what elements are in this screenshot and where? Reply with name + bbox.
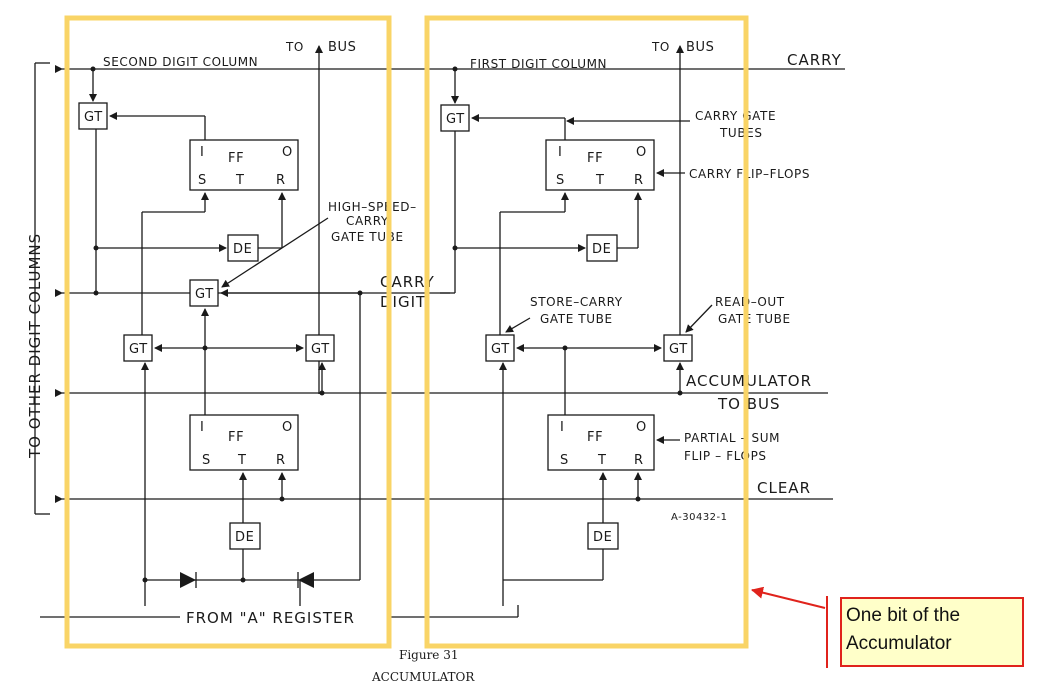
svg-text:FF: FF (228, 430, 244, 445)
svg-text:I: I (560, 420, 564, 435)
carry-flip-flops-label: CARRY FLIP–FLOPS (689, 167, 810, 181)
svg-text:S: S (560, 453, 569, 468)
svg-text:R: R (634, 173, 644, 188)
svg-text:T: T (595, 173, 605, 188)
carry-digit-label: CARRY (380, 273, 435, 291)
callout-line-2: Accumulator (846, 633, 952, 654)
svg-text:T: T (235, 173, 245, 188)
carry-flip-flop-right (545, 139, 655, 191)
first-digit-column: GT I FF O S T R DE GT GT (440, 45, 713, 606)
figure-number: Figure 31 (399, 648, 459, 662)
svg-text:R: R (276, 453, 286, 468)
svg-text:CARRY: CARRY (346, 214, 389, 228)
callout-bar (826, 596, 828, 668)
svg-text:DE: DE (233, 242, 252, 257)
svg-text:GT: GT (491, 342, 510, 357)
svg-text:S: S (556, 173, 565, 188)
callout-arrow (751, 586, 826, 609)
second-digit-column: GT I FF O S T R DE GT GT (78, 45, 363, 606)
bus-lines (34, 62, 845, 618)
svg-text:TO BUS: TO BUS (717, 395, 781, 413)
carry-flip-flop-left (189, 139, 299, 191)
gt-label: GT (84, 110, 103, 125)
svg-text:I: I (200, 145, 204, 160)
delay-element-left-bottom (229, 522, 261, 550)
to-other-digit-columns-label: TO OTHER DIGIT COLUMNS (26, 233, 44, 459)
svg-text:GT: GT (446, 112, 465, 127)
svg-text:READ–OUT: READ–OUT (715, 295, 785, 309)
svg-text:TO: TO (651, 40, 670, 54)
diode-icon (298, 572, 314, 588)
svg-text:FLIP – FLOPS: FLIP – FLOPS (684, 449, 767, 463)
diagram-labels: TO BUS SECOND DIGIT COLUMN TO BUS FIRST … (26, 40, 842, 684)
gt-tube-right-top (440, 104, 470, 132)
bit-highlight-left (64, 15, 392, 649)
read-out-gate-tube-left (305, 334, 335, 362)
svg-text:R: R (276, 173, 286, 188)
svg-text:GATE TUBE: GATE TUBE (540, 312, 613, 326)
clear-label: CLEAR (757, 479, 811, 497)
svg-text:I: I (200, 420, 204, 435)
svg-text:DE: DE (235, 530, 254, 545)
svg-text:TUBES: TUBES (719, 126, 763, 140)
svg-text:GATE TUBE: GATE TUBE (331, 230, 404, 244)
svg-text:HIGH–SPEED–: HIGH–SPEED– (328, 200, 417, 214)
gt-tube-left-top (78, 102, 108, 130)
callout-box: One bit of the Accumulator (840, 597, 1024, 667)
read-out-gate-tube (663, 334, 693, 362)
high-speed-carry-gate-tube (189, 279, 219, 307)
svg-text:O: O (636, 145, 647, 160)
second-digit-column-label: SECOND DIGIT COLUMN (103, 55, 258, 69)
svg-text:O: O (282, 145, 293, 160)
carry-label: CARRY (787, 51, 842, 69)
bit-highlight-right (424, 15, 749, 649)
svg-text:S: S (202, 453, 211, 468)
diode-icon (180, 572, 196, 588)
svg-text:O: O (636, 420, 647, 435)
svg-text:GT: GT (311, 342, 330, 357)
from-a-register-label: FROM "A" REGISTER (186, 609, 355, 627)
svg-text:FF: FF (228, 151, 244, 166)
svg-text:GT: GT (129, 342, 148, 357)
figure-title: ACCUMULATOR (371, 670, 475, 684)
svg-text:FF: FF (587, 151, 603, 166)
svg-text:I: I (558, 145, 562, 160)
callout-line-1: One bit of the (846, 605, 961, 626)
svg-text:S: S (198, 173, 207, 188)
svg-text:DE: DE (593, 530, 612, 545)
svg-text:BUS: BUS (328, 40, 357, 55)
store-carry-gate-tube-left (123, 334, 153, 362)
delay-element-right-bottom (587, 522, 619, 550)
svg-text:FF: FF (587, 430, 603, 445)
svg-text:T: T (237, 453, 247, 468)
svg-text:T: T (597, 453, 607, 468)
svg-text:DE: DE (592, 242, 611, 257)
svg-text:BUS: BUS (686, 40, 715, 55)
partial-sum-flip-flop-left (189, 414, 299, 471)
svg-text:GT: GT (669, 342, 688, 357)
to-bus-label: TO (285, 40, 304, 54)
store-carry-gate-tube (485, 334, 515, 362)
svg-text:CARRY GATE: CARRY GATE (695, 109, 776, 123)
first-digit-column-label: FIRST DIGIT COLUMN (470, 57, 607, 71)
svg-text:GT: GT (195, 287, 214, 302)
svg-text:PARTIAL – SUM: PARTIAL – SUM (684, 431, 780, 445)
svg-text:O: O (282, 420, 293, 435)
svg-text:STORE–CARRY: STORE–CARRY (530, 295, 623, 309)
delay-element-left-top (227, 234, 259, 262)
svg-text:GATE TUBE: GATE TUBE (718, 312, 791, 326)
partial-sum-flip-flop (547, 414, 655, 471)
svg-text:R: R (634, 453, 644, 468)
drawing-number: A-30432-1 (671, 512, 728, 523)
accumulator-label: ACCUMULATOR (686, 372, 812, 390)
